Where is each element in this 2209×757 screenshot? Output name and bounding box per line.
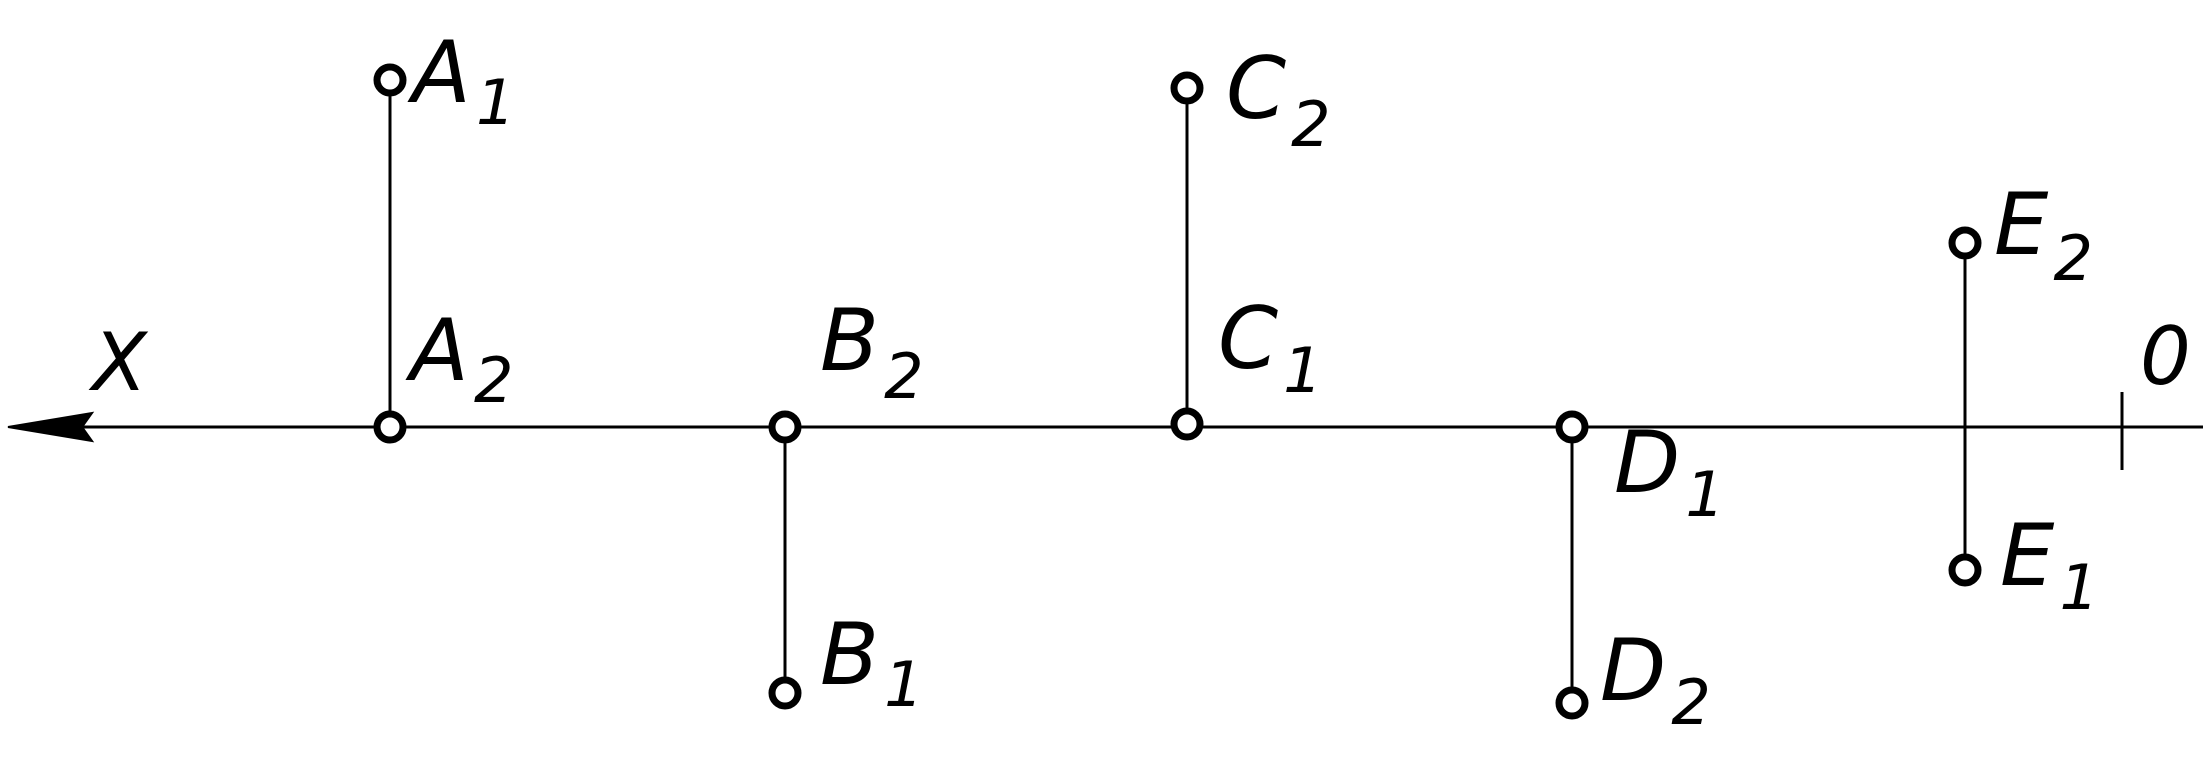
label-e1: E 1: [2000, 506, 2099, 624]
label-c1-index: 1: [1283, 334, 1322, 407]
point-e2: [1948, 226, 1982, 260]
point-c2: [1170, 71, 1204, 105]
label-d1-letter: D: [1614, 413, 1680, 513]
label-d2-letter: D: [1600, 621, 1666, 721]
label-c1: C 1: [1218, 289, 1323, 407]
label-d1: D 1: [1614, 413, 1725, 531]
label-b1-letter: B: [820, 605, 879, 705]
x-axis-arrowhead: [7, 411, 95, 443]
point-a2: [373, 410, 407, 444]
label-a2-letter: A: [405, 301, 469, 401]
label-d2: D 2: [1600, 621, 1711, 739]
label-b1-index: 1: [884, 648, 923, 721]
label-c1-letter: C: [1218, 289, 1278, 389]
label-c2-index: 2: [1291, 88, 1330, 161]
label-a2-index: 2: [474, 344, 513, 417]
label-a1-index: 1: [476, 66, 515, 139]
point-d1: [1555, 410, 1589, 444]
label-b2-letter: B: [820, 291, 879, 391]
label-c2-letter: C: [1226, 39, 1286, 139]
point-d2: [1555, 686, 1589, 720]
x-axis-label: X: [88, 316, 149, 409]
label-d2-index: 2: [1671, 666, 1710, 739]
point-c1: [1170, 407, 1204, 441]
label-e1-index: 1: [2059, 551, 2098, 624]
label-a1: A 1: [407, 23, 515, 139]
point-b2: [768, 410, 802, 444]
label-e2-index: 2: [2053, 222, 2092, 295]
label-e2-letter: E: [1994, 175, 2049, 275]
label-b1: B 1: [820, 605, 924, 721]
point-e1: [1948, 553, 1982, 587]
label-e1-letter: E: [2000, 506, 2055, 606]
label-a1-letter: A: [407, 23, 471, 123]
label-a2: A 2: [405, 301, 513, 417]
label-b2: B 2: [820, 291, 924, 413]
label-b2-index: 2: [884, 340, 923, 413]
label-d1-index: 1: [1685, 458, 1724, 531]
point-b1: [768, 676, 802, 710]
label-e2: E 2: [1994, 175, 2093, 295]
point-a1: [373, 63, 407, 97]
label-c2: C 2: [1226, 39, 1331, 161]
origin-label: 0: [2140, 310, 2191, 403]
